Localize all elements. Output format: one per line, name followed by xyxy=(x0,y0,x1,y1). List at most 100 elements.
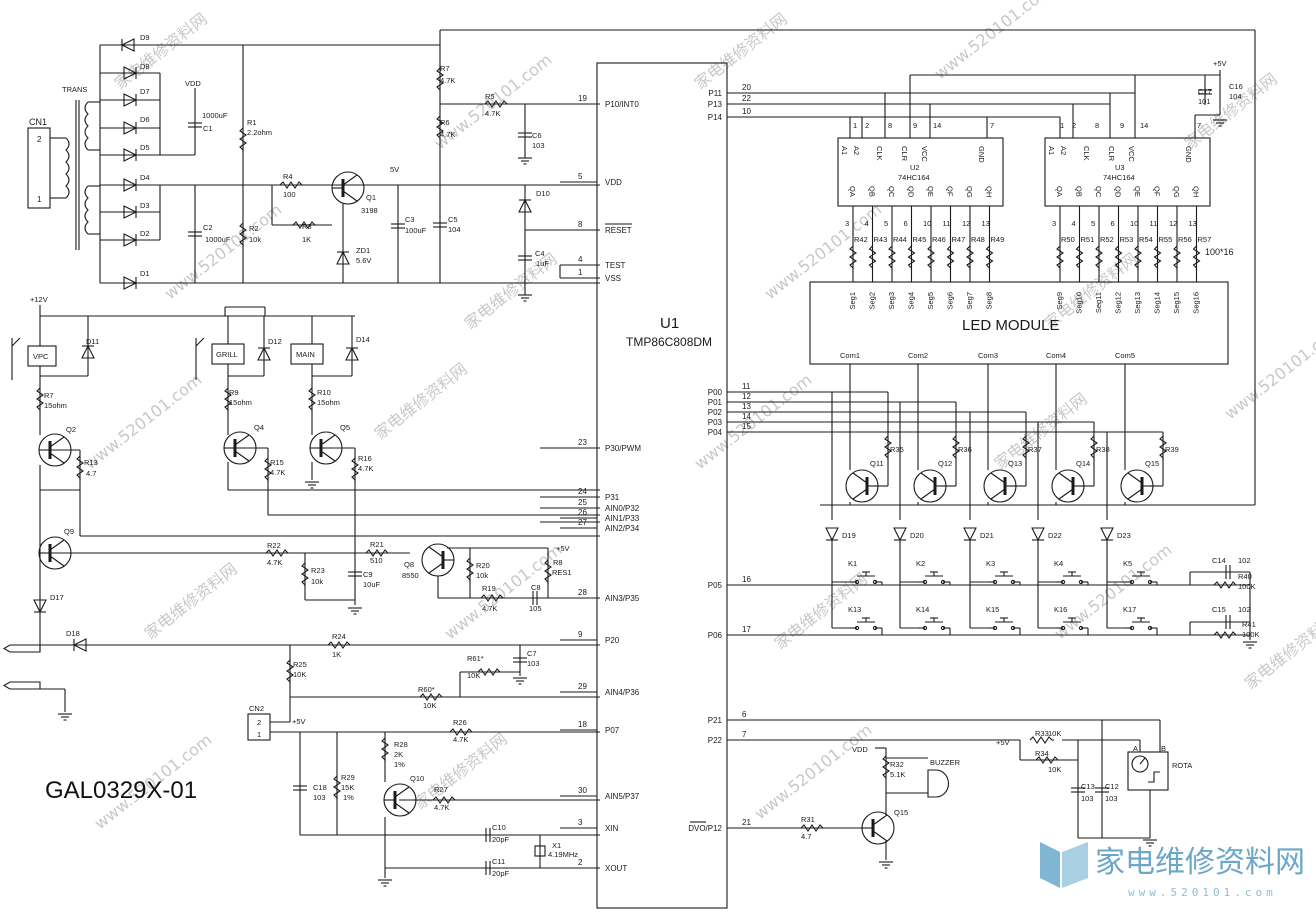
c6-value: 103 xyxy=(532,141,545,150)
mcu-pin-name: P07 xyxy=(605,726,620,735)
mcu-pin-number: 9 xyxy=(578,630,583,639)
shift-register-u3 xyxy=(1044,137,1211,207)
5v-label: 5V xyxy=(390,165,399,174)
logo-text: 家电维修资料网 xyxy=(1095,845,1305,880)
mcu-pin-number: 14 xyxy=(742,412,751,421)
c5-value: 104 xyxy=(448,225,461,234)
shift-register-u2 xyxy=(837,137,1004,207)
r13-value: 4.7 xyxy=(86,469,96,478)
r28-tolerance: 1% xyxy=(394,760,405,769)
sr-pin-number: 7 xyxy=(990,121,994,130)
trans-label: TRANS xyxy=(62,85,87,94)
r29-tolerance: 1% xyxy=(343,793,354,802)
sr-out-number: 10 xyxy=(1130,219,1138,228)
key-label: K2 xyxy=(916,559,925,568)
sr-out-number: 13 xyxy=(1189,219,1197,228)
sr-out-name: QB xyxy=(868,186,877,197)
r21-value: 510 xyxy=(370,556,383,565)
r28-value: 2K xyxy=(394,750,403,759)
mcu-pin-number: 25 xyxy=(578,498,587,507)
mcu-pin-name: AIN5/P37 xyxy=(605,792,640,801)
sr-out-number: 6 xyxy=(904,219,908,228)
mcu-pin-name: P31 xyxy=(605,493,620,502)
seg-resistor-label: R53 xyxy=(1120,235,1134,244)
segment-label: Seg5 xyxy=(926,292,935,310)
mcu-pin-number: 12 xyxy=(742,392,751,401)
relay-drivers: +12V VPC GRILL MAIN D11 D12 D14 R7 15ohm… xyxy=(2,295,600,653)
watermark-text: www.520101.com xyxy=(931,0,1056,83)
c11-label: C11 xyxy=(492,857,505,866)
sr-out-name: QG xyxy=(1172,186,1181,198)
d8-label: D8 xyxy=(140,62,150,71)
watermark-text: 家电维修资料网 xyxy=(141,559,241,643)
r24-label: R24 xyxy=(332,632,346,641)
rotary-encoder xyxy=(1127,751,1169,791)
mcu-pin-name: P02 xyxy=(708,408,723,417)
shift-register-pins: A11A22CLK8CLR9VCC14GND7QA3QB4QC5QD6QE10Q… xyxy=(840,121,1201,282)
c12-value: 103 xyxy=(1105,794,1118,803)
sr-pin-number: 7 xyxy=(1197,121,1201,130)
com-label: Com4 xyxy=(1046,351,1066,360)
com-resistor-label: R35 xyxy=(890,445,904,454)
r22-value: 4.7K xyxy=(267,558,282,567)
watermark-text: www.520101.com xyxy=(1221,320,1316,423)
sr-pin-number: 2 xyxy=(1072,121,1076,130)
com-transistor-label: Q13 xyxy=(1008,459,1022,468)
sr-pin-name: CLR xyxy=(900,146,909,162)
c13-label: C13 xyxy=(1081,782,1095,791)
cn1-label: CN1 xyxy=(29,117,47,127)
seg-resistor-label: R54 xyxy=(1139,235,1153,244)
mcu-pin-name: P03 xyxy=(708,418,723,427)
segment-label: Seg3 xyxy=(887,292,896,310)
sr-pin-name: CLK xyxy=(1082,146,1091,161)
mcu-pin-number: 30 xyxy=(578,786,587,795)
com-resistor-label: R38 xyxy=(1096,445,1110,454)
sr-pin-number: 14 xyxy=(1140,121,1148,130)
sr-out-number: 11 xyxy=(1150,219,1158,228)
mcu-pin-name: XIN xyxy=(605,824,619,833)
c10-label: C10 xyxy=(492,823,506,832)
u3-ref: U3 xyxy=(1115,163,1125,172)
com-label: Com5 xyxy=(1115,351,1135,360)
r33-value: 10K xyxy=(1048,729,1061,738)
c16-label: C16 xyxy=(1229,82,1243,91)
q4-label: Q4 xyxy=(254,423,264,432)
vdd-label: VDD xyxy=(185,79,201,88)
cn2-p5v-label: +5V xyxy=(292,717,306,726)
r61-label: R61* xyxy=(467,654,484,663)
c6-label: C6 xyxy=(532,131,542,140)
sr-out-name: QD xyxy=(907,186,916,198)
d12-label: D12 xyxy=(268,337,282,346)
c2-value: 1000uF xyxy=(205,235,231,244)
mcu-pin-name: RESET xyxy=(605,226,632,235)
seg-resistor-label: R49 xyxy=(991,235,1005,244)
com-diode-label: D21 xyxy=(980,531,994,540)
segment-label: Seg16 xyxy=(1192,292,1201,314)
com-transistor-label: Q11 xyxy=(870,459,884,468)
buzzer-and-encoder: R31 4.7 Q15 VDD R32 5.1K BUZZER +5V R33 … xyxy=(727,719,1192,869)
relay-main-label: MAIN xyxy=(296,350,315,359)
segment-label: Seg12 xyxy=(1114,292,1123,314)
mcu-pin-number: 3 xyxy=(578,818,583,827)
u3-p5v-label: +5V xyxy=(1213,59,1227,68)
d11-label: D11 xyxy=(86,337,99,346)
segment-label: Seg4 xyxy=(907,292,916,310)
cn1-pin2: 2 xyxy=(37,135,42,144)
segment-label: Seg6 xyxy=(946,292,955,310)
mcu-pin-number: 17 xyxy=(742,625,751,634)
r9-label: R9 xyxy=(229,388,239,397)
q10-label: Q10 xyxy=(410,774,424,783)
watermark-text: www.520101.com xyxy=(761,200,886,303)
segment-label: Seg9 xyxy=(1055,292,1064,310)
c3-label: C3 xyxy=(405,215,415,224)
r13-label: R13 xyxy=(84,458,98,467)
sr-out-name: QF xyxy=(946,186,955,197)
com-diode-label: D22 xyxy=(1048,531,1062,540)
com-resistor-label: R39 xyxy=(1165,445,1179,454)
sr-pin-name: A2 xyxy=(852,146,861,155)
watermark-text: www.520101.com xyxy=(441,540,566,643)
c7-label: C7 xyxy=(527,649,537,658)
r60-label: R60* xyxy=(418,685,435,694)
sr-out-number: 6 xyxy=(1111,219,1115,228)
mcu-pin-name: P01 xyxy=(708,398,723,407)
